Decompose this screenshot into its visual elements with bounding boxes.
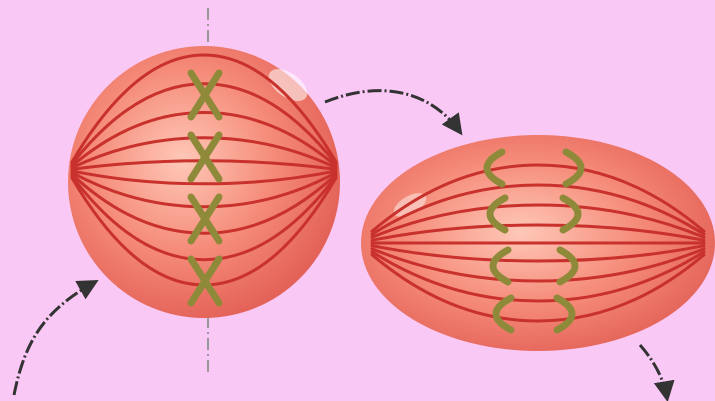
anaphase-cell [361, 135, 715, 351]
metaphase-cell [68, 46, 340, 318]
